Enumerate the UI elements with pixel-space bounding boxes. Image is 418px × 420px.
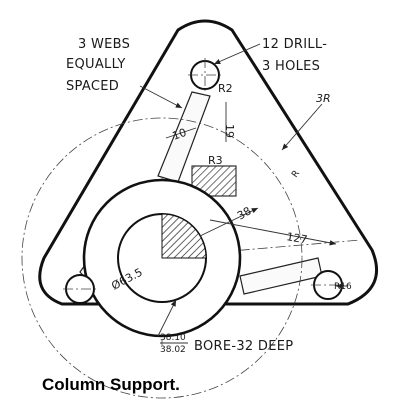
dim-38 (199, 207, 259, 237)
dim-10 (165, 127, 197, 139)
bore-note: BORE-32 DEEP (194, 339, 293, 354)
dim-19-label: 19 (223, 124, 236, 138)
leader-drill (213, 43, 261, 65)
dim-127-label: 127 (285, 230, 308, 246)
dim-r16-label: R16 (334, 282, 352, 292)
dim-3r-label: 3R (316, 92, 331, 105)
leader-bore (157, 299, 177, 337)
drill-note-line2: 3 HOLES (262, 59, 320, 74)
drill-note-line1: 12 DRILL- (262, 37, 327, 52)
caption: Column Support. (42, 375, 180, 394)
dim-r33-label: R3 (208, 154, 223, 167)
dim-r-edge-label: R (290, 169, 302, 180)
hub-section (161, 213, 207, 259)
webs-note-line3: SPACED (66, 79, 119, 94)
dim-38-label: 38 (235, 204, 254, 222)
bore-lower-tol: 38.02 (160, 345, 186, 355)
centerline-diag (149, 239, 361, 259)
bolt-circle (21, 117, 303, 399)
webs-note-line2: EQUALLY (66, 57, 126, 72)
web-lower (239, 257, 323, 295)
dim-10-label: 10 (171, 126, 189, 143)
plate-outline (38, 19, 378, 306)
bore-upper-tol: 38.10 (160, 333, 186, 343)
leader-webs (139, 85, 183, 109)
leader-3r (281, 103, 323, 151)
dim-r2-label: R2 (218, 82, 233, 95)
dim-127 (209, 219, 337, 246)
webs-note-line1: 3 WEBS (78, 37, 130, 52)
